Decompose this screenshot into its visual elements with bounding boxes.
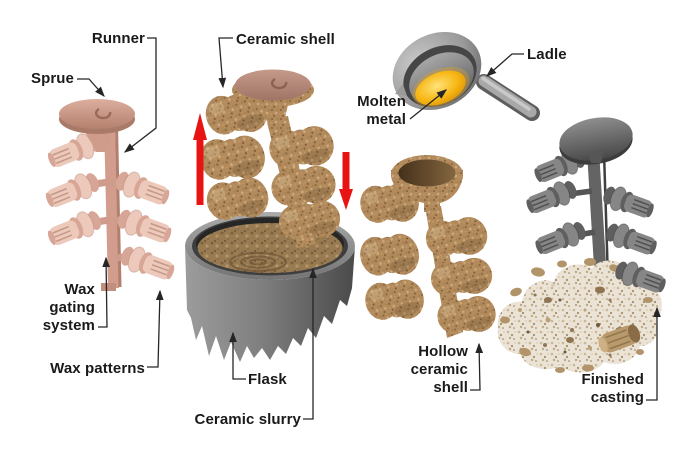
label-runner: Runner	[91, 30, 145, 47]
shell-blob	[355, 226, 424, 285]
label-ladle: Ladle	[527, 46, 567, 63]
runner-foot	[101, 283, 116, 291]
wax-pattern	[116, 241, 179, 286]
molten-metal-callout	[409, 89, 448, 120]
debris-chunks	[500, 258, 653, 373]
shell-blob	[361, 272, 429, 329]
ladle-spout	[395, 84, 407, 96]
runner-callout	[123, 37, 157, 153]
hollow-shell-callout	[470, 342, 484, 391]
callout-lines	[77, 37, 661, 420]
label-sprue: Sprue	[30, 70, 74, 87]
wax-pattern	[41, 167, 104, 214]
label-wax-patterns: Wax patterns	[50, 360, 145, 377]
ladle-figure	[392, 31, 540, 121]
cast-part	[522, 175, 581, 220]
label-finished-casting: Finished casting	[581, 371, 644, 406]
wax-pattern	[113, 204, 176, 249]
runner-bar	[104, 124, 119, 288]
casting-tree-figure	[522, 117, 661, 290]
coated-sprue-disc	[232, 69, 314, 122]
casting-runner-bar	[587, 150, 607, 283]
ceramic-shell-callout	[218, 37, 233, 89]
label-flask: Flask	[248, 371, 287, 388]
label-wax-gating: Wax gating system	[42, 281, 95, 334]
wax-gating-callout	[98, 256, 111, 328]
red-arrow-down-icon	[339, 152, 353, 210]
broken-shell-log	[598, 324, 641, 353]
casting-sprue-disc	[559, 117, 633, 165]
ladle-callout	[486, 53, 524, 77]
wax-patterns-callout	[147, 289, 164, 368]
sprue-disc	[59, 99, 135, 152]
label-hollow-shell: Hollow ceramic shell	[410, 343, 468, 396]
slurry-ripples	[229, 252, 287, 272]
label-molten-metal: Molten metal	[357, 93, 406, 128]
wax-pattern	[43, 205, 106, 252]
cast-part	[602, 218, 661, 261]
cast-part	[599, 181, 658, 224]
molten-metal-pool	[415, 70, 466, 106]
label-ceramic-shell: Ceramic shell	[236, 31, 335, 48]
red-arrow-up-icon	[193, 113, 207, 205]
label-ceramic-slurry: Ceramic slurry	[194, 411, 301, 428]
hollow-shell-figure	[355, 155, 500, 342]
cast-part	[531, 216, 590, 261]
finished-casting-callout	[646, 306, 661, 401]
shell-debris	[497, 256, 670, 373]
wax-tree-figure	[41, 99, 179, 291]
wax-pattern	[111, 166, 174, 211]
ceramic-slurry-callout	[303, 267, 317, 420]
sprue-mark	[94, 107, 112, 120]
coated-tree-figure	[195, 69, 345, 248]
coated-blob	[195, 127, 270, 190]
pour-cup-funnel	[391, 155, 463, 212]
flask-callout	[229, 331, 246, 380]
sprue-callout	[77, 78, 105, 97]
